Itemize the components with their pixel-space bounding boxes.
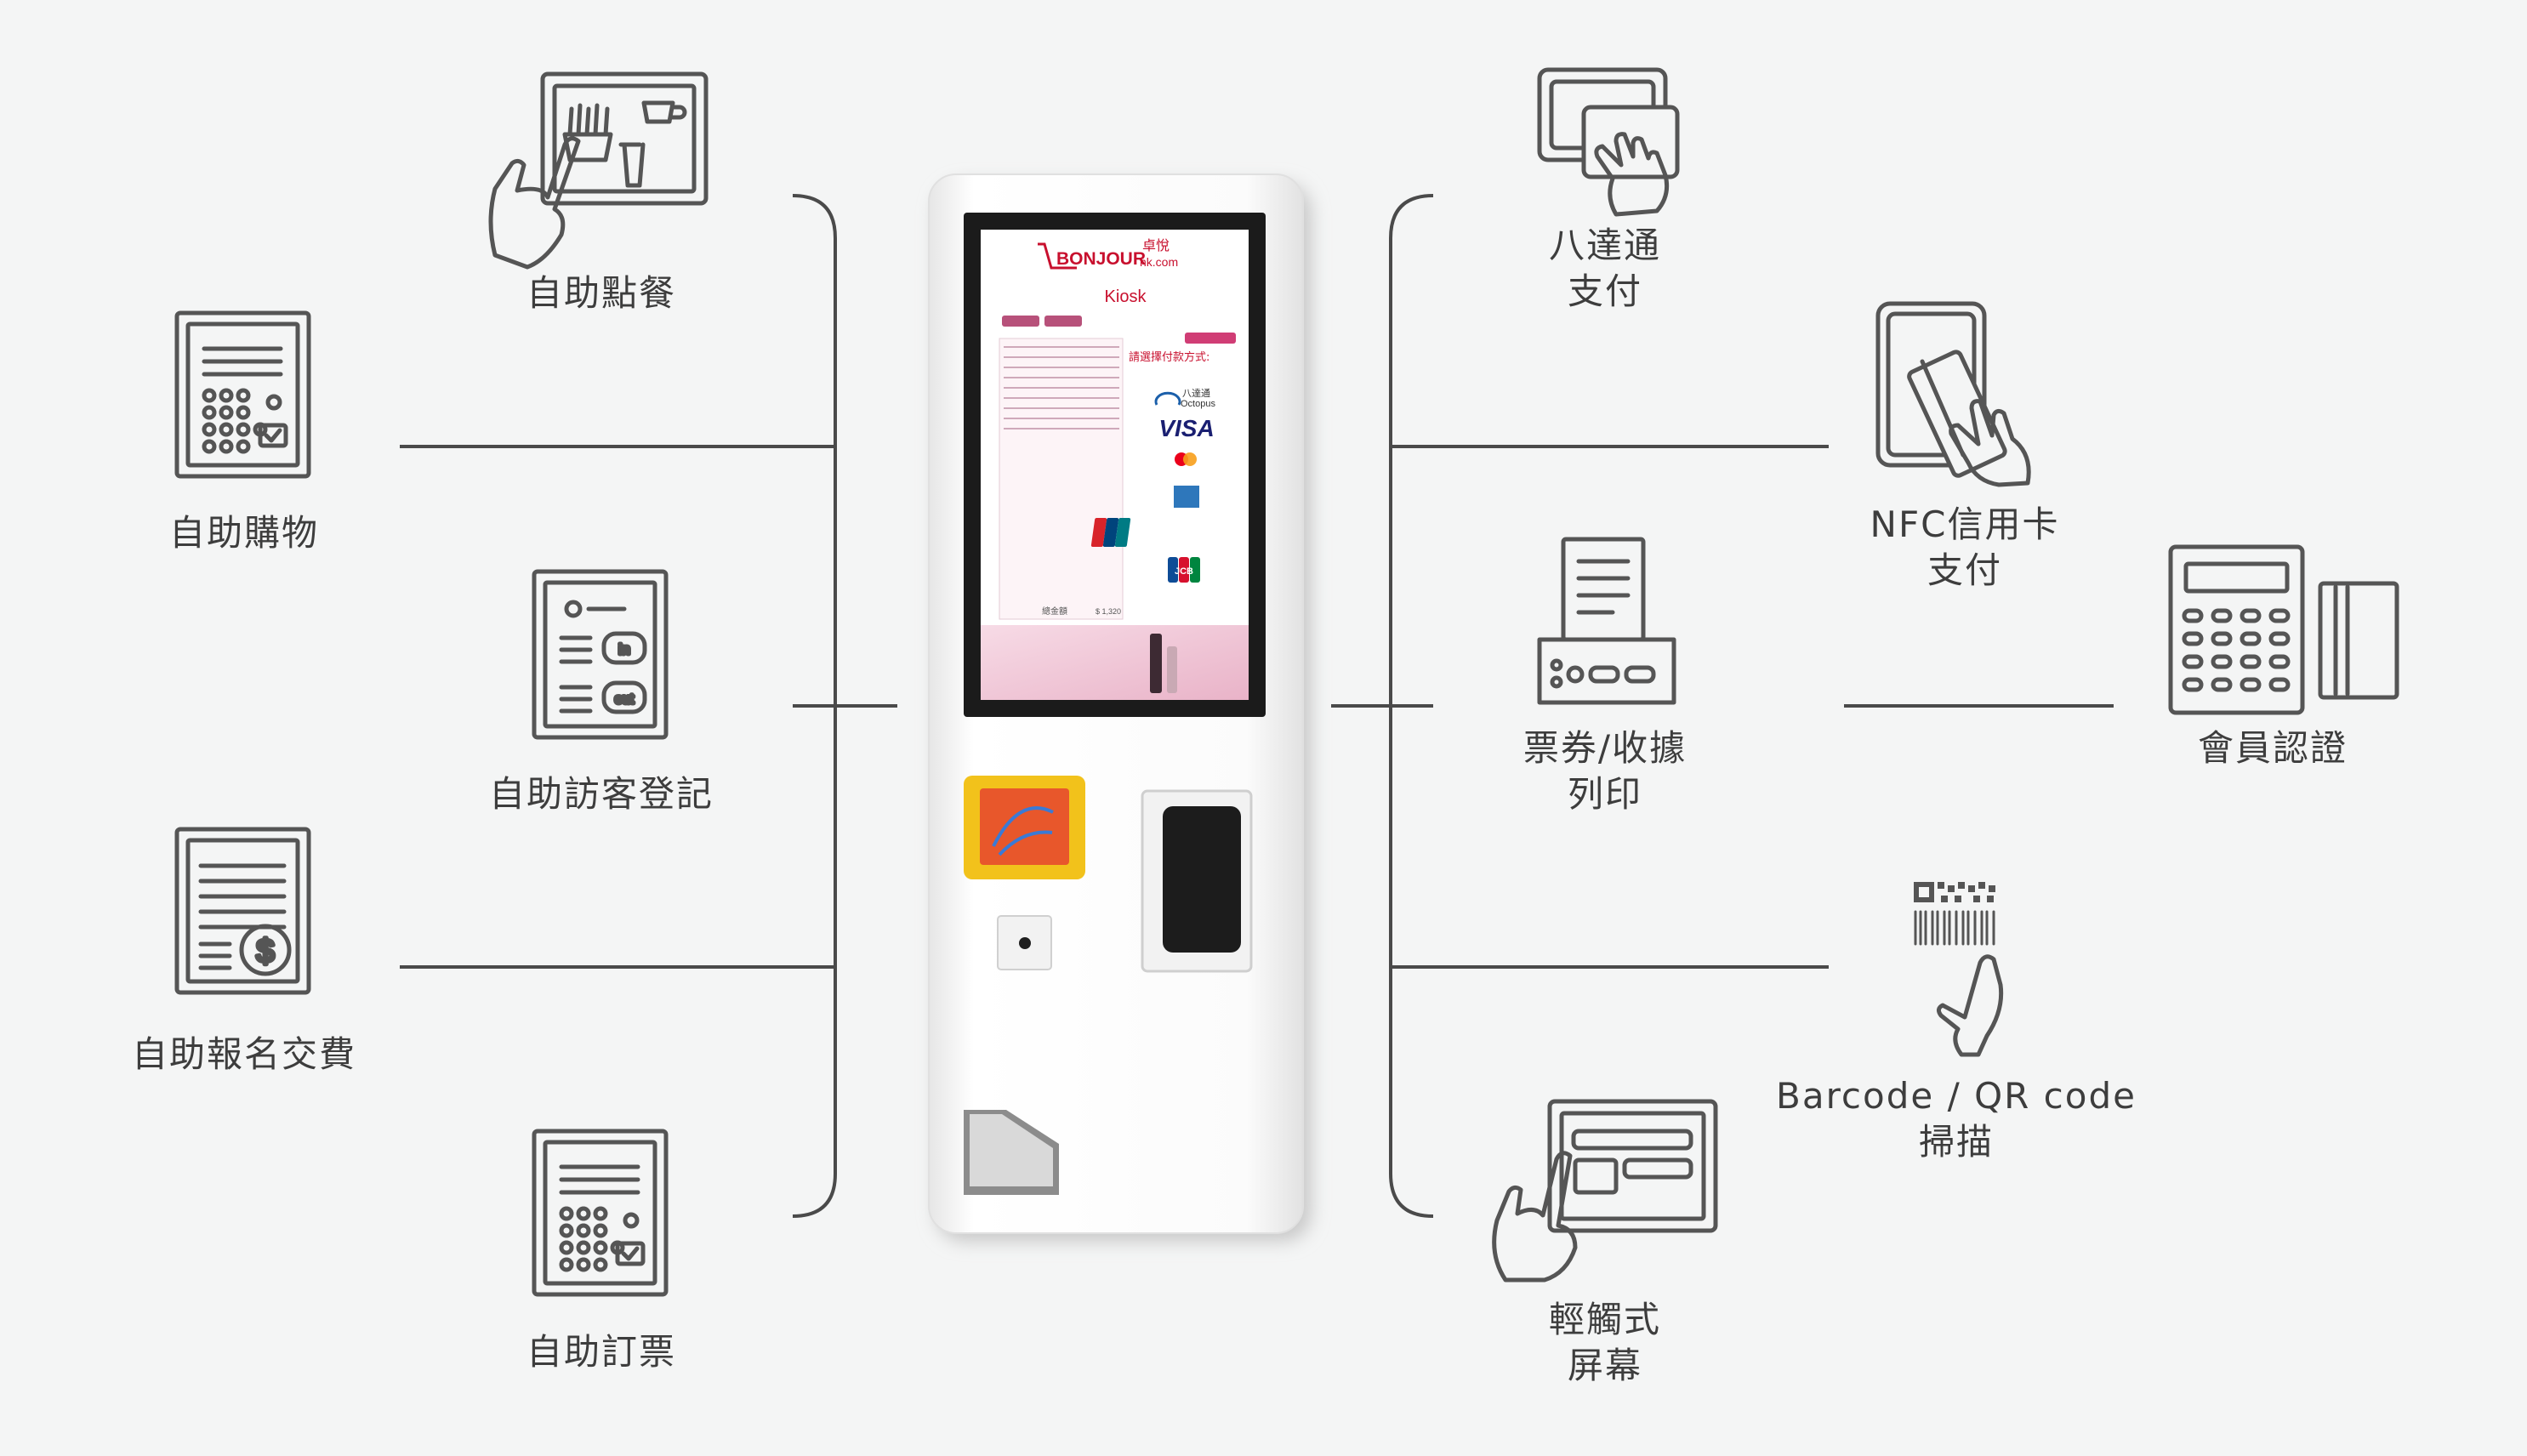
member-verification-icon	[2168, 544, 2399, 715]
octopus-reader-face	[980, 788, 1069, 865]
visitor-registration-icon	[532, 569, 669, 740]
out-icon-text: out	[615, 692, 635, 707]
kiosk-machine: BONJOUR hk.com 卓悅 Kiosk 總金額 $ 1,3	[928, 173, 1312, 1242]
cart-logo-icon	[1038, 242, 1077, 270]
unionpay-label: UnionPay	[1170, 526, 1200, 534]
kiosk-ad-banner	[981, 625, 1249, 700]
feature-label-barcode-scanning: Barcode / QR code 掃描	[1776, 1075, 2137, 1163]
registration-payment-icon	[174, 827, 311, 995]
qr-code-icon	[1914, 882, 1995, 902]
feature-label-nfc-payment: NFC信用卡 支付	[1870, 503, 2060, 591]
jcb-label: JCB	[1175, 566, 1193, 577]
ticket-booking-icon	[532, 1129, 669, 1297]
kiosk-list-rows	[1004, 346, 1119, 429]
ticket-printing-icon	[1537, 537, 1676, 705]
nfc-payment-icon	[1875, 301, 2031, 487]
kiosk-brand-cn: 卓悅	[1142, 237, 1170, 253]
kiosk-total-label: 總金額	[1042, 606, 1067, 617]
amex-option[interactable]	[1174, 486, 1199, 508]
feature-label-ticket-booking: 自助訂票	[526, 1331, 676, 1373]
feature-label-ticket-printing: 票券/收據 列印	[1522, 727, 1688, 815]
feature-label-octopus-payment: 八達通 支付	[1548, 225, 1661, 312]
kiosk-brand: BONJOUR	[1056, 249, 1146, 269]
kiosk-camera-lens	[1019, 937, 1031, 949]
kiosk-scanner-window[interactable]	[1163, 806, 1241, 953]
connectors	[400, 194, 2114, 1218]
kiosk-printer-paper	[970, 1114, 1053, 1186]
ad-product-bottle	[1150, 634, 1162, 693]
kiosk-tab-2[interactable]	[1044, 316, 1082, 327]
feature-label-member-verification: 會員認證	[2197, 727, 2348, 769]
kiosk-brand-suffix: hk.com	[1140, 255, 1178, 269]
kiosk-octopus-cn: 八達通	[1182, 388, 1210, 399]
kiosk-tab-3[interactable]	[1185, 333, 1236, 344]
feature-label-self-shopping: 自助購物	[168, 512, 319, 554]
ad-product-bottle-2	[1167, 646, 1177, 693]
in-icon-text: in	[618, 641, 629, 657]
unionpay-option[interactable]: UnionPay	[1090, 518, 1200, 547]
kiosk-subtitle: Kiosk	[1105, 287, 1147, 306]
touch-screen-icon	[1492, 1099, 1718, 1283]
barcode-scanning-icon	[1936, 954, 2004, 1057]
feature-label-registration-payment: 自助報名交費	[131, 1033, 356, 1075]
self-ordering-icon	[488, 71, 709, 270]
kiosk-payment-prompt: 請選擇付款方式:	[1129, 350, 1209, 364]
self-shopping-icon	[174, 310, 311, 479]
mastercard-option[interactable]	[1175, 452, 1197, 466]
kiosk-visa-option[interactable]: VISA	[1158, 415, 1214, 441]
kiosk-tab-1[interactable]	[1002, 316, 1039, 327]
kiosk-item-list	[999, 338, 1124, 620]
feature-label-visitor-registration: 自助訪客登記	[488, 773, 714, 815]
kiosk-octopus-en: Octopus	[1181, 399, 1215, 409]
feature-label-touch-screen: 輕觸式 屏幕	[1548, 1299, 1661, 1386]
dollar-icon-text: $	[256, 934, 274, 970]
octopus-reader-logo-icon	[992, 806, 1054, 856]
octopus-logo-icon	[1154, 391, 1181, 406]
feature-label-self-ordering: 自助點餐	[526, 272, 676, 314]
jcb-option[interactable]: JCB	[1168, 557, 1200, 583]
barcode-lines-icon	[1914, 910, 1995, 946]
kiosk-total-value: $ 1,320	[1096, 607, 1121, 616]
octopus-payment-icon	[1537, 67, 1680, 217]
